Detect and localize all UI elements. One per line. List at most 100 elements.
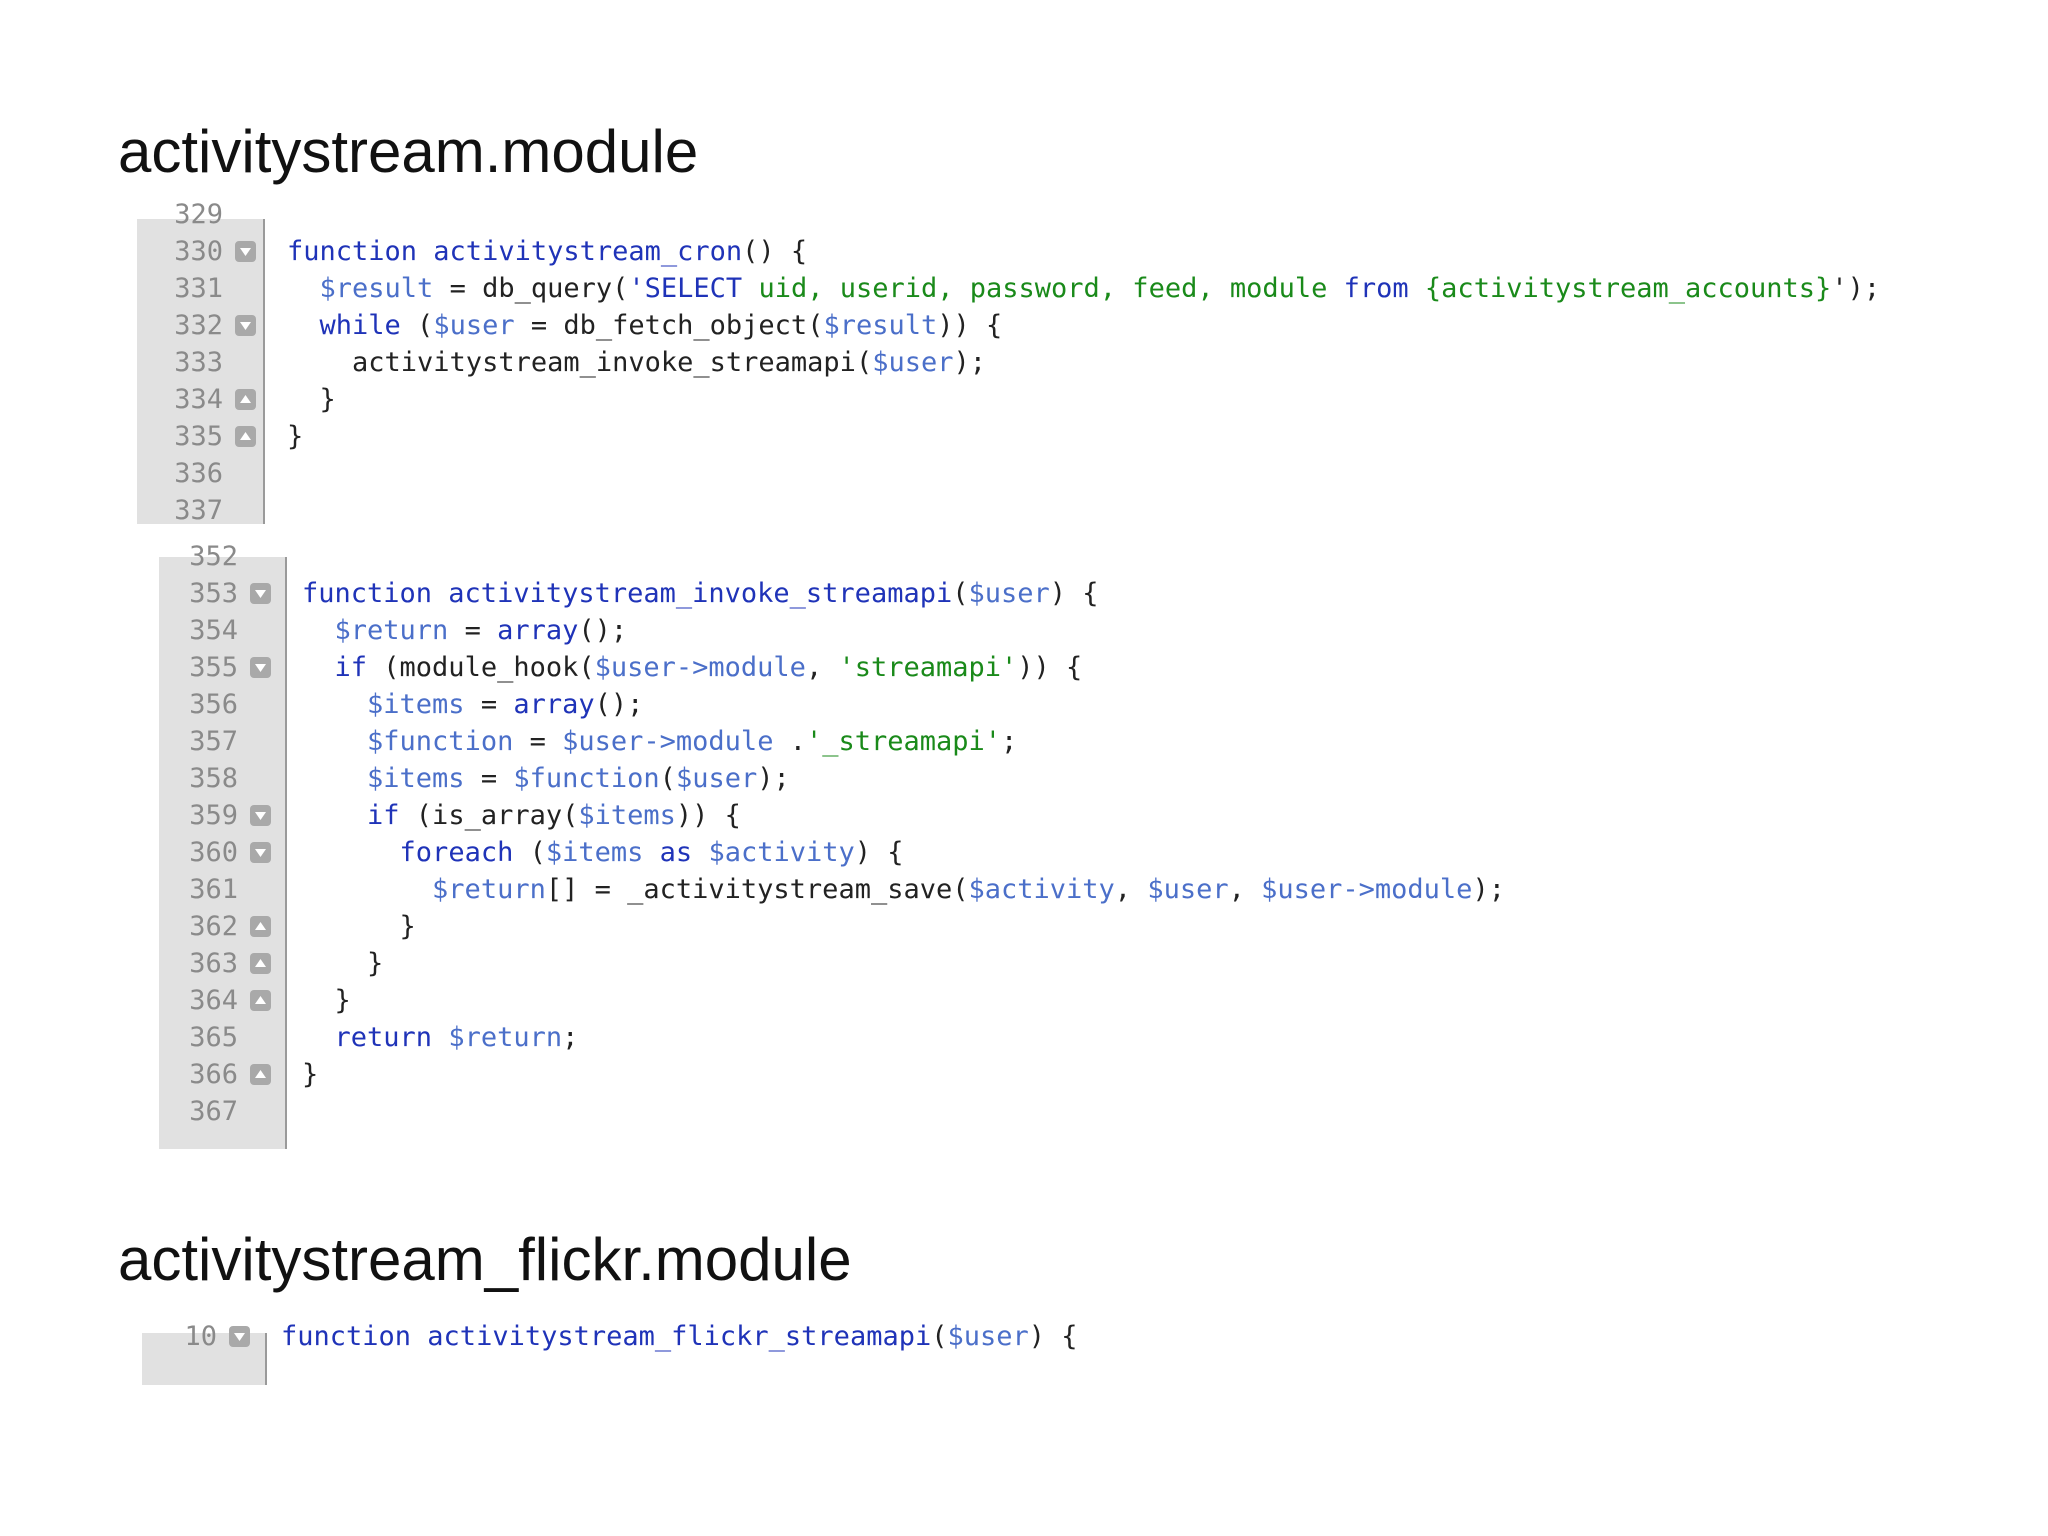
code-token: while	[319, 310, 401, 341]
code-line: 333 activitystream_invoke_streamapi($use…	[137, 344, 1967, 381]
code-token: $return	[432, 874, 546, 905]
code-token: $user	[968, 578, 1050, 609]
code-token: )) {	[675, 800, 741, 831]
line-number: 362	[189, 911, 238, 942]
fold-expand-icon[interactable]	[250, 953, 271, 974]
line-number: 364	[189, 985, 238, 1016]
line-number: 355	[189, 652, 238, 683]
code-token: $user	[947, 1321, 1029, 1352]
code-token	[302, 726, 367, 757]
fold-collapse-icon[interactable]	[250, 842, 271, 863]
fold-collapse-icon[interactable]	[250, 657, 271, 678]
code-line: 330 function activitystream_cron() {	[137, 233, 1967, 270]
code-text: while ($user = db_fetch_object($result))…	[287, 307, 1003, 344]
code-line: 357 $function = $user->module .'_streama…	[159, 723, 1559, 760]
line-number: 359	[189, 800, 238, 831]
code-token: {activitystream_accounts}	[1424, 273, 1832, 304]
code-token: (is_array(	[399, 800, 579, 831]
code-token	[287, 273, 320, 304]
code-token	[692, 837, 708, 868]
code-token	[302, 1022, 335, 1053]
code-text: }	[287, 418, 303, 455]
code-line: 336	[137, 455, 1967, 492]
code-token: $user->module	[1261, 874, 1473, 905]
line-number: 335	[174, 421, 223, 452]
code-token	[287, 310, 320, 341]
code-line: 365 return $return;	[159, 1019, 1559, 1056]
fold-expand-icon[interactable]	[250, 1064, 271, 1085]
code-token: }	[287, 421, 304, 452]
code-line: 364 }	[159, 982, 1559, 1019]
code-line: 352	[159, 538, 1559, 575]
code-token: 'streamapi'	[838, 652, 1018, 683]
code-text: }	[302, 945, 383, 982]
line-number: 357	[189, 726, 238, 757]
code-token: );	[757, 763, 790, 794]
fold-expand-icon[interactable]	[235, 389, 256, 410]
code-text: $items = array();	[302, 686, 643, 723]
code-token: '_streamapi'	[805, 726, 1002, 757]
fold-collapse-icon[interactable]	[235, 315, 256, 336]
file-title-activitystream-flickr-module: activitystream_flickr.module	[118, 1226, 852, 1293]
code-text: function activitystream_cron() {	[287, 233, 807, 270]
line-number: 366	[189, 1059, 238, 1090]
line-number: 358	[189, 763, 238, 794]
fold-collapse-icon[interactable]	[250, 805, 271, 826]
code-token	[302, 689, 367, 720]
code-token: uid, userid, password, feed, module	[758, 273, 1344, 304]
fold-expand-icon[interactable]	[235, 426, 256, 447]
code-text: activitystream_invoke_streamapi($user);	[287, 344, 986, 381]
code-token: $return	[448, 1022, 563, 1053]
fold-collapse-icon[interactable]	[235, 241, 256, 262]
code-token: $items	[367, 763, 465, 794]
code-token: array	[497, 615, 579, 646]
code-text: $return = array();	[302, 612, 628, 649]
code-text: }	[302, 982, 351, 1019]
code-token: ) {	[854, 837, 904, 868]
code-line: 362 }	[159, 908, 1559, 945]
line-number: 330	[174, 236, 223, 267]
line-number: 354	[189, 615, 238, 646]
fold-collapse-icon[interactable]	[229, 1326, 250, 1347]
code-line: 354 $return = array();	[159, 612, 1559, 649]
line-number: 356	[189, 689, 238, 720]
fold-expand-icon[interactable]	[250, 990, 271, 1011]
code-token: from	[1343, 273, 1425, 304]
line-number: 329	[174, 199, 223, 230]
code-token: );	[1472, 874, 1505, 905]
code-token	[302, 800, 367, 831]
code-token: $user->module	[594, 652, 806, 683]
code-line: 335}	[137, 418, 1967, 455]
fold-collapse-icon[interactable]	[250, 583, 271, 604]
code-token: =	[464, 763, 514, 794]
code-text: return $return;	[302, 1019, 579, 1056]
line-number: 367	[189, 1096, 238, 1127]
line-number: 332	[174, 310, 223, 341]
code-token	[643, 837, 659, 868]
code-text: }	[302, 1056, 318, 1093]
code-line: 361 $return[] = _activitystream_save($ac…	[159, 871, 1559, 908]
code-line: 332 while ($user = db_fetch_object($resu…	[137, 307, 1967, 344]
line-number: 363	[189, 948, 238, 979]
code-token: ,	[805, 652, 839, 683]
code-text: }	[287, 381, 336, 418]
line-number: 334	[174, 384, 223, 415]
code-token: (module_hook(	[367, 652, 595, 683]
code-token: $function	[367, 726, 514, 757]
code-token: (	[513, 837, 546, 868]
code-text: $result = db_query('SELECT uid, userid, …	[287, 270, 1881, 307]
code-token: =	[448, 615, 498, 646]
code-token: = db_query(	[433, 273, 629, 304]
code-text: if (module_hook($user->module, 'streamap…	[302, 649, 1083, 686]
code-token: )) {	[937, 310, 1003, 341]
code-token: $items	[367, 689, 465, 720]
code-token: =	[464, 689, 514, 720]
fold-expand-icon[interactable]	[250, 916, 271, 937]
code-token: activitystream_invoke_streamapi(	[287, 347, 873, 378]
file-title-activitystream-module: activitystream.module	[118, 118, 699, 185]
code-line: 356 $items = array();	[159, 686, 1559, 723]
